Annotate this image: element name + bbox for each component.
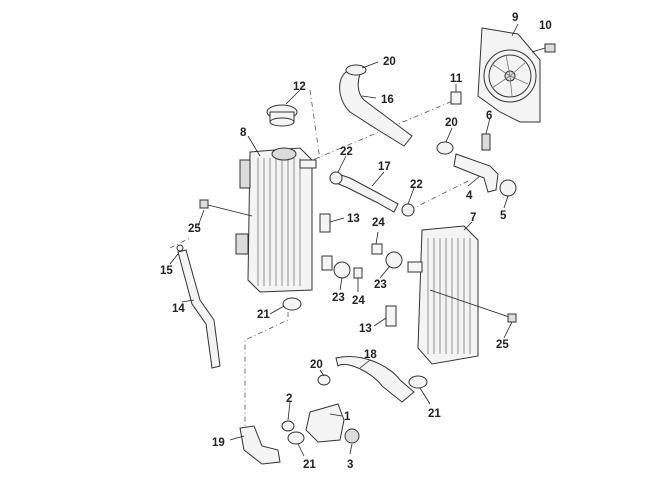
callout-23-left: 23 [332, 292, 345, 304]
clamp-2 [281, 420, 295, 432]
callout-21-right: 21 [428, 408, 441, 420]
callout-15: 15 [160, 265, 173, 277]
callout-19: 19 [212, 437, 225, 449]
clamp-20-lower [317, 374, 331, 386]
radiator-cap-12 [266, 104, 298, 127]
grommet-13-upper [319, 213, 331, 233]
callout-4: 4 [466, 190, 473, 202]
grommet-13-lower [385, 305, 397, 327]
callout-24-upper: 24 [372, 217, 385, 229]
hose-17 [333, 173, 399, 213]
callout-5: 5 [500, 210, 507, 222]
bolts-25 [199, 199, 517, 323]
bolt-10 [531, 43, 556, 53]
callout-20-top: 20 [383, 56, 396, 68]
hose-19 [239, 425, 281, 465]
callout-9: 9 [512, 12, 518, 24]
callout-25-left: 25 [188, 223, 201, 235]
callout-6: 6 [486, 110, 492, 122]
left-radiator-8 [235, 147, 333, 293]
clamp-22-left [329, 171, 343, 185]
cap-3 [344, 428, 360, 444]
leader-lines [169, 23, 519, 457]
callout-14: 14 [172, 303, 185, 315]
callout-25-right: 25 [496, 339, 509, 351]
callout-21-bottom: 21 [303, 459, 316, 471]
clamp-22-right [401, 203, 415, 217]
callout-11: 11 [450, 73, 463, 85]
t-junction-1 [281, 403, 360, 445]
callout-22-right: 22 [410, 179, 423, 191]
callout-13-upper: 13 [347, 213, 360, 225]
bushings-23 [333, 251, 403, 279]
callout-24-lower: 24 [352, 295, 365, 307]
callout-8: 8 [240, 127, 247, 139]
clamp-20-top [345, 64, 367, 76]
callout-23-right: 23 [374, 279, 387, 291]
fan-assembly [477, 27, 541, 123]
hose-18 [335, 356, 415, 403]
hose-16 [339, 71, 413, 147]
callout-13-lower: 13 [359, 323, 372, 335]
callout-20-right: 20 [445, 117, 458, 129]
assembly-centerlines [169, 89, 471, 430]
callout-7: 7 [470, 212, 476, 224]
clamp-15 [176, 244, 184, 252]
callout-labels: 1 2 3 4 5 6 7 8 9 10 11 12 13 13 14 15 1… [160, 12, 552, 471]
clamp-20-right [436, 141, 454, 155]
clamp-11 [450, 91, 462, 105]
callout-17: 17 [378, 161, 391, 173]
clamp-21-left [282, 297, 302, 311]
callout-1: 1 [344, 411, 351, 423]
clamp-21-right [408, 375, 428, 389]
hose-4 [436, 133, 517, 197]
callout-12: 12 [293, 81, 306, 93]
callout-16: 16 [381, 94, 394, 106]
callout-10: 10 [539, 20, 552, 32]
clamp-21-bottom [287, 431, 305, 445]
callout-2: 2 [286, 393, 292, 405]
o-ring-5 [499, 179, 517, 197]
bolt-6 [481, 133, 491, 151]
callout-21-left: 21 [257, 309, 270, 321]
callout-18: 18 [364, 349, 377, 361]
callout-3: 3 [347, 459, 353, 471]
right-radiator-7 [407, 225, 479, 365]
callout-20-lower: 20 [310, 359, 323, 371]
callout-22-left: 22 [340, 146, 353, 158]
overflow-hose-14 [177, 249, 221, 369]
bolts-24 [353, 243, 383, 279]
